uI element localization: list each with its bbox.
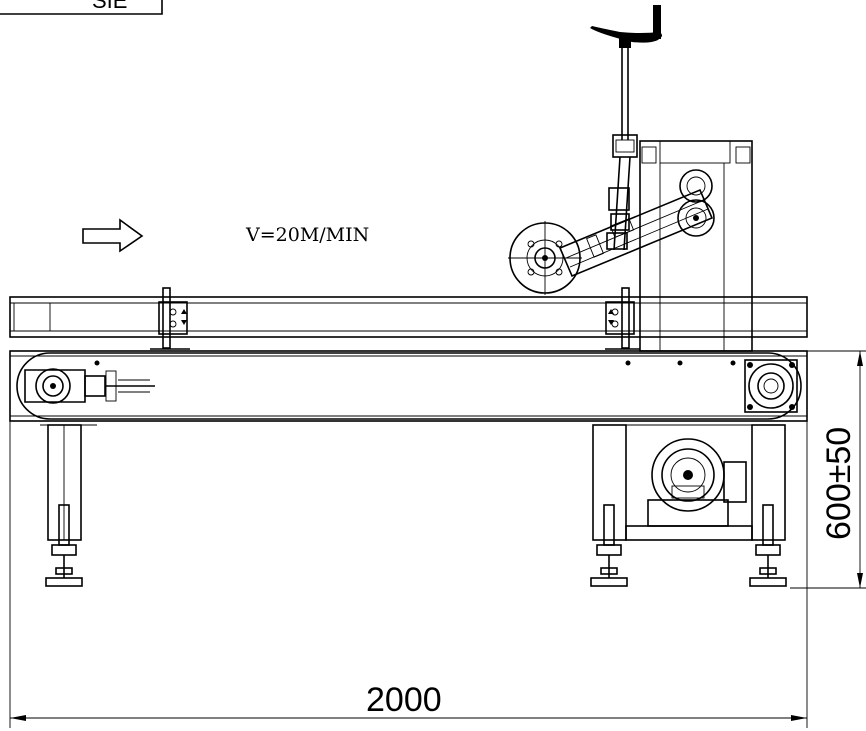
- side-guide-rail: [9, 296, 808, 338]
- title-block-fragment: SIE: [0, 0, 163, 15]
- direction-arrow-icon: [82, 218, 144, 253]
- leg-left: [45, 424, 83, 587]
- head-pulley: [744, 359, 798, 413]
- hand-wheel-icon: [590, 5, 662, 48]
- pressure-roller: [508, 221, 582, 295]
- rail-bracket-right: [605, 287, 640, 350]
- upper-gearbox-housing: [639, 140, 753, 352]
- leg-right-2: [749, 424, 787, 587]
- dimension-height-value: 600±50: [820, 427, 858, 540]
- leg-crossbar: [625, 525, 753, 541]
- dimension-length: [9, 420, 808, 728]
- title-fragment-text: SIE: [92, 0, 127, 13]
- rail-bracket-left: [150, 287, 190, 350]
- conveyor-frame: [9, 350, 808, 426]
- dimension-length-value: 2000: [366, 681, 442, 719]
- dimension-height: [790, 350, 866, 589]
- drive-motor: [647, 438, 747, 527]
- adjusting-screw: [606, 45, 638, 251]
- leg-right-1: [590, 424, 628, 587]
- tail-pulley: [24, 368, 155, 404]
- speed-label: V=20M/MIN: [245, 224, 369, 246]
- adjustment-arm: [558, 188, 714, 278]
